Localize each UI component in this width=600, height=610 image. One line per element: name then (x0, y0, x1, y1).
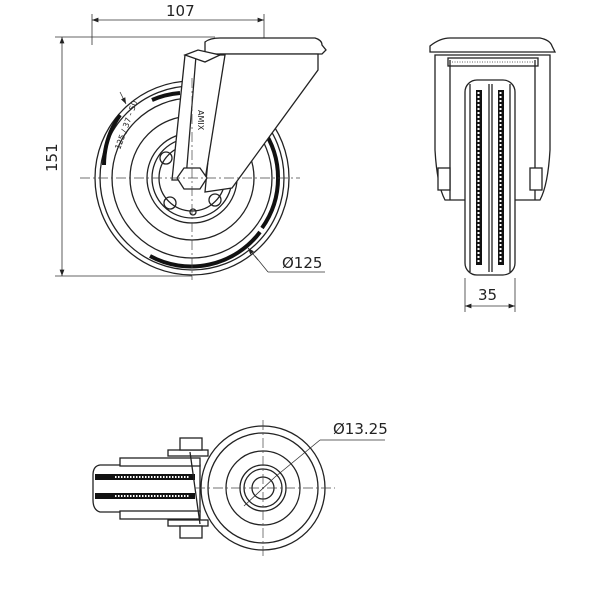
dimension-width-top: 107 (166, 2, 195, 20)
dimension-height: 151 (43, 143, 61, 172)
front-view: 107 151 125 / 37 - 50 AMIX Ø125 (43, 2, 327, 280)
dimension-wheel-width: 35 (478, 286, 497, 304)
dimension-wheel-diameter: Ø125 (282, 254, 322, 272)
dimension-bore-diameter: Ø13.25 (333, 420, 388, 438)
side-view: 35 (429, 37, 557, 312)
bottom-view: Ø13.25 (92, 420, 388, 556)
logo-text: AMIX (196, 110, 205, 131)
